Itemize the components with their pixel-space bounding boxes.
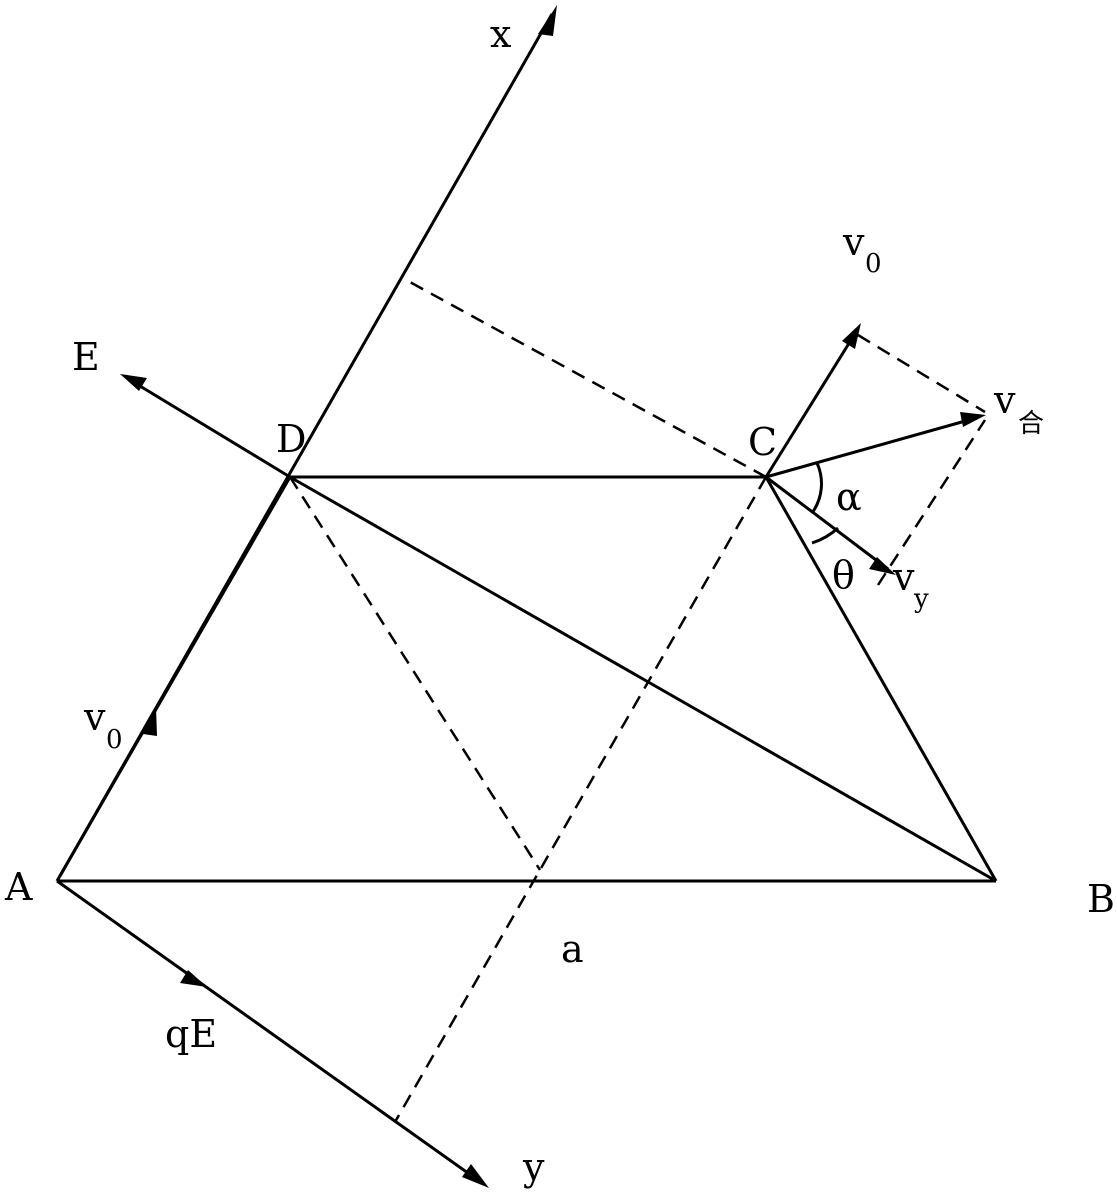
point-c-label: C xyxy=(748,420,777,464)
x-axis-label: x xyxy=(490,12,511,56)
x-axis-arrowhead xyxy=(538,5,557,36)
v0-c-arrowhead xyxy=(842,323,861,349)
v0-c-vector xyxy=(764,331,858,478)
vresult-subscript: 合 xyxy=(1018,409,1044,439)
v0-a-label: v xyxy=(83,695,106,739)
diagonal-db xyxy=(289,475,997,883)
angle-alpha-label: α xyxy=(836,475,862,519)
y-axis-arrowhead xyxy=(462,1164,489,1188)
dashed-vy-to-vresult xyxy=(876,419,987,586)
vy-label: v xyxy=(892,555,915,599)
vy-arrowhead xyxy=(869,557,896,575)
field-line xyxy=(129,378,291,479)
angle-alpha-arc xyxy=(810,462,823,514)
dashed-v0-to-vresult xyxy=(857,333,986,414)
dashed-d-to-ab xyxy=(288,476,542,871)
force-label: qE xyxy=(165,1012,217,1056)
v0-c-subscript: 0 xyxy=(865,249,882,279)
point-d-label: D xyxy=(276,417,306,461)
point-a-label: A xyxy=(4,865,33,909)
vresult-vector xyxy=(765,416,977,479)
angle-theta-label: θ xyxy=(832,553,855,597)
vresult-arrowhead xyxy=(960,412,986,427)
field-label: E xyxy=(72,335,100,379)
side-length-label: a xyxy=(561,927,584,971)
dashed-c-to-x-axis xyxy=(407,279,767,479)
vy-subscript: y xyxy=(913,584,929,614)
qe-arrowhead xyxy=(180,970,207,987)
v0-a-subscript: 0 xyxy=(106,725,123,755)
v0-c-label: v xyxy=(842,220,865,264)
y-axis xyxy=(56,879,483,1185)
angle-theta-arc xyxy=(811,526,840,545)
x-axis xyxy=(58,13,554,877)
v0-a-arrowhead xyxy=(143,707,157,736)
y-axis-label: y xyxy=(522,1145,545,1189)
point-b-label: B xyxy=(1087,877,1115,921)
dashed-c-to-y-axis xyxy=(393,476,768,1123)
edge-cb xyxy=(764,476,998,882)
watermark-band xyxy=(0,590,1117,720)
vresult-label: v xyxy=(993,378,1016,422)
vy-vector xyxy=(765,475,889,571)
field-arrowhead xyxy=(120,374,147,391)
